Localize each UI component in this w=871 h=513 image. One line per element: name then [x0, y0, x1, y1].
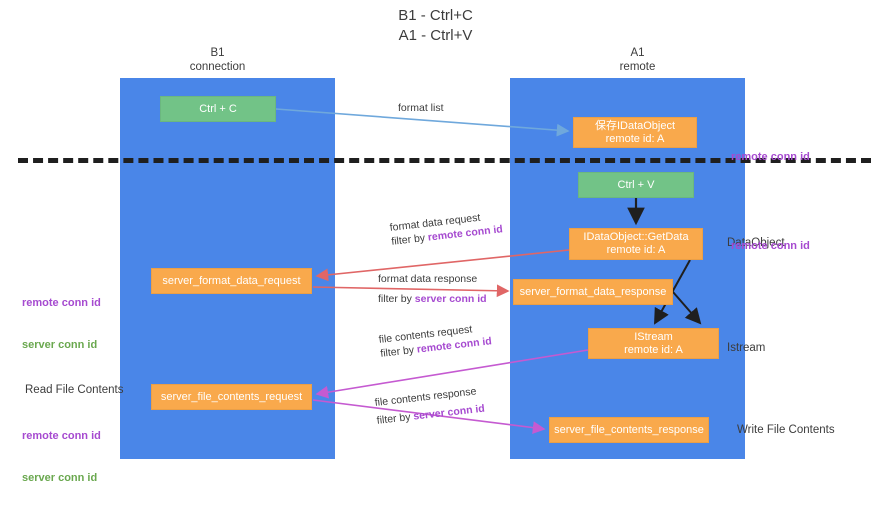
side-label-istream: Istream: [727, 342, 766, 354]
remote-conn-id-text: remote conn id: [731, 240, 810, 252]
server-conn-id-text: server conn id: [22, 472, 98, 484]
node-server-format-data-response[interactable]: server_format_data_response: [513, 279, 673, 305]
remote-conn-id-text: remote conn id: [22, 297, 101, 309]
annotation-conn-ids-format: remote conn id server conn id: [22, 268, 101, 380]
side-label-read-file-contents: Read File Contents: [25, 384, 124, 396]
node-server-file-contents-request[interactable]: server_file_contents_request: [151, 384, 312, 410]
edge-label-format-data-response: format data response filter by server co…: [378, 272, 487, 306]
node-istream[interactable]: IStream remote id: A: [588, 328, 719, 359]
annotation-conn-ids-file: remote conn id server conn id: [22, 401, 101, 513]
edge-label-filter: filter by server conn id: [378, 292, 487, 306]
node-server-format-data-request[interactable]: server_format_data_request: [151, 268, 312, 294]
connector-layer: [275, 108, 702, 434]
edge-format-data-response: [312, 284, 510, 298]
edge-format-data-request: [315, 249, 570, 282]
annotation-remote-conn-id-top: remote conn id: [731, 122, 810, 192]
column-header-a1: A1 remote: [619, 47, 656, 73]
filter-prefix: filter by: [378, 293, 415, 305]
edge-response-istream: [672, 291, 702, 325]
side-label-dataobject: DataObject: [727, 237, 785, 249]
remote-conn-id-text: remote conn id: [22, 430, 101, 442]
node-idataobject-getdata[interactable]: IDataObject::GetData remote id: A: [569, 228, 703, 260]
edge-format-list: [275, 108, 570, 137]
node-idataobject[interactable]: 保存IDataObject remote id: A: [573, 117, 697, 148]
side-label-write-file-contents: Write File Contents: [737, 424, 835, 436]
edge-label-format-list: format list: [398, 102, 444, 114]
edge-file-contents-response: [312, 399, 546, 434]
phase-divider: [18, 158, 871, 163]
node-ctrl-c[interactable]: Ctrl + C: [160, 96, 276, 122]
edge-file-contents-request: [315, 349, 589, 399]
column-header-b1: B1 connection: [189, 47, 246, 73]
filter-key: server conn id: [414, 293, 487, 305]
diagram-title: B1 - Ctrl+C A1 - Ctrl+V: [398, 7, 473, 44]
diagram-canvas: B1 - Ctrl+C A1 - Ctrl+V B1 connection A1…: [18, 7, 871, 484]
edge-label-line1: format data response: [378, 273, 478, 285]
node-server-file-contents-response[interactable]: server_file_contents_response: [549, 417, 709, 443]
server-conn-id-text: server conn id: [22, 339, 98, 351]
remote-conn-id-text: remote conn id: [731, 151, 810, 163]
annotation-remote-conn-id-getdata: remote conn id: [731, 211, 810, 281]
node-ctrl-v[interactable]: Ctrl + V: [578, 172, 694, 198]
